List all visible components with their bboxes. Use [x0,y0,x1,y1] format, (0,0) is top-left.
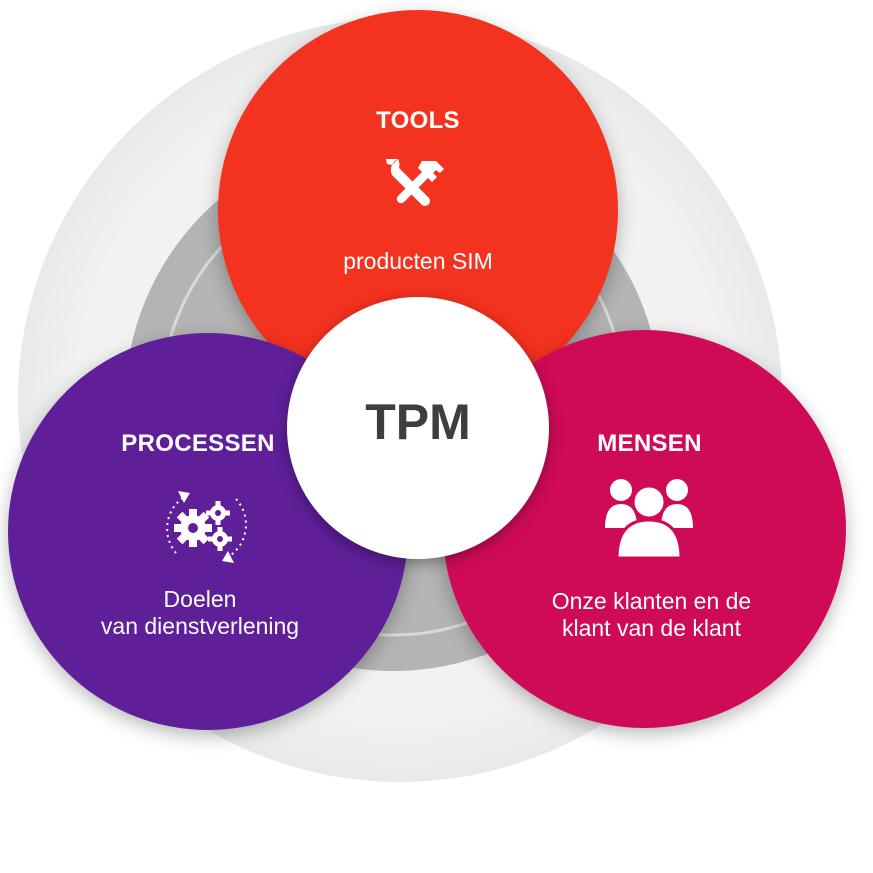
mensen-description: Onze klanten en de klant van de klant [457,588,846,642]
processen-description-line2: van dienstverlening [100,613,300,639]
tpm-center-circle: TPM [287,297,549,559]
mensen-description-line1: Onze klanten en de [551,588,752,614]
mensen-title: MENSEN [597,430,702,457]
tpm-label: TPM [365,394,471,450]
hammer-wrench-icon [386,153,452,219]
tools-description: producten SIM [343,248,493,274]
processen-description-line1: Doelen [163,586,237,612]
people-group-icon [605,479,693,558]
processen-title: PROCESSEN [121,430,275,457]
mensen-description-line2: klant van de klant [561,615,741,641]
gears-cycle-icon [166,491,247,563]
tools-title: TOOLS [376,107,460,134]
processen-description: Doelen van dienstverlening [0,586,408,640]
